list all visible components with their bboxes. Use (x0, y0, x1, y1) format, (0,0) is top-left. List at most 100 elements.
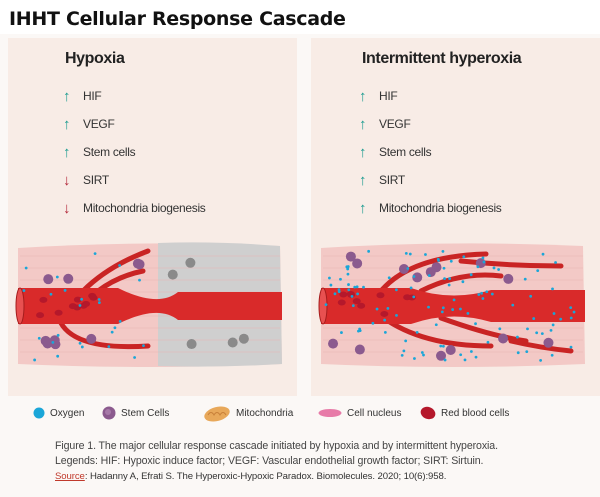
oxygen-particle (459, 353, 463, 357)
oxygen-particle (427, 274, 431, 277)
legend-label: Cell nucleus (347, 407, 402, 419)
stem-cell (352, 258, 363, 269)
oxygen-particle (395, 288, 398, 292)
oxygen-particle (569, 316, 573, 320)
oxygen-particle (107, 345, 111, 349)
oxygen-particle (469, 273, 473, 277)
response-label: HIF (379, 89, 398, 103)
stem-cell (40, 335, 51, 346)
oxygen-particle (22, 289, 26, 292)
stem-cell (43, 274, 54, 285)
response-label: Mitochondria biogenesis (379, 201, 502, 215)
oxygen-particle (551, 323, 555, 327)
response-item: ↑Stem cells (359, 138, 502, 166)
oxygen-particle (356, 292, 359, 296)
stem-cell (498, 333, 509, 344)
stem-cell (543, 337, 554, 348)
oxygen-particle (383, 330, 387, 334)
source-link[interactable]: Source (55, 471, 85, 482)
stem-cell (50, 339, 61, 350)
oxygen-particle (142, 344, 145, 348)
oxygen-particle (404, 251, 408, 255)
oxygen-particle (56, 354, 60, 358)
stem-cell (63, 273, 74, 284)
oxygen-particle (461, 280, 465, 284)
response-label: Stem cells (83, 145, 136, 159)
oxygen-particle (340, 331, 343, 334)
oxygen-particle (452, 298, 456, 302)
source-line: Source: Hadanny A, Efrati S. The Hyperox… (55, 469, 498, 484)
oxygen-particle (541, 252, 545, 256)
oxygen-particle (386, 307, 390, 310)
hyperoxia-panel: Intermittent hyperoxia ↑HIF↑VEGF↑Stem ce… (311, 38, 600, 396)
oxygen-particle (97, 301, 101, 304)
oxygen-particle (482, 260, 486, 264)
stem-cell (328, 338, 339, 349)
stem-cell (345, 251, 356, 262)
oxygen-particle (466, 311, 470, 315)
oxygen-particle (569, 345, 573, 349)
oxygen-particle (490, 292, 494, 296)
oxygen-particle (420, 351, 424, 354)
stem-cell (445, 344, 456, 355)
oxygen-particle (400, 353, 404, 357)
red-blood-cell-icon (420, 406, 436, 420)
stem-cell (86, 333, 97, 344)
capillary-branch (378, 251, 489, 294)
oxygen-particle (362, 285, 365, 289)
oxygen-particle (329, 283, 333, 287)
red-blood-cell (73, 296, 82, 303)
hypoxia-vessel-illustration (15, 242, 282, 367)
response-label: VEGF (83, 117, 115, 131)
red-blood-cell (339, 291, 348, 298)
oxygen-particle (97, 298, 101, 301)
red-blood-cell (89, 294, 98, 301)
oxygen-particle (412, 275, 416, 278)
oxygen-particle (485, 290, 489, 294)
oxygen-particle (78, 341, 82, 345)
page-title: IHHT Cellular Response Cascade (9, 8, 346, 30)
legend-item-red-blood-cells: Red blood cells (420, 406, 509, 420)
response-item: ↑HIF (359, 82, 502, 110)
oxygen-particle (486, 340, 490, 344)
oxygen-particle (56, 333, 60, 337)
red-blood-cell (39, 296, 48, 303)
caption-line: Figure 1. The major cellular response ca… (55, 440, 498, 452)
red-blood-cell (352, 298, 361, 305)
inactive-cell (238, 333, 249, 344)
capillary-branch (80, 248, 151, 294)
oxygen-particle (358, 327, 362, 331)
oxygen-particle (395, 313, 398, 317)
oxygen-particle (448, 277, 452, 280)
arrow-down-icon: ↓ (63, 171, 71, 189)
oxygen-particle (345, 265, 349, 269)
red-blood-cell (376, 292, 385, 299)
oxygen-particle (347, 288, 351, 292)
legend-label: Red blood cells (441, 407, 510, 419)
red-blood-cell (380, 310, 389, 317)
oxygen-particle (477, 293, 481, 296)
oxygen-particle (406, 267, 410, 270)
oxygen-particle (569, 306, 573, 309)
response-label: SIRT (83, 173, 109, 187)
oxygen-particle (449, 259, 453, 263)
oxygen-particle (474, 322, 477, 326)
oxygen-particle (408, 252, 412, 256)
oxygen-particle (437, 259, 440, 262)
legend-label: Oxygen (50, 407, 85, 419)
capillary-branch (508, 338, 574, 354)
oxygen-particle (353, 285, 357, 289)
oxygen-particle (118, 264, 121, 267)
arrow-up-icon: ↑ (359, 171, 367, 189)
legend-item-mitochondria: Mitochondria (203, 404, 293, 422)
legend: Oxygen Stem Cells Mitochondria Cell nucl… (0, 400, 600, 426)
oxygen-particle (402, 349, 406, 353)
oxygen-particle (492, 266, 496, 270)
oxygen-particle (93, 252, 97, 256)
stem-cell (132, 258, 143, 269)
oxygen-particle (375, 307, 379, 311)
oxygen-particle (33, 358, 37, 362)
response-item: ↑Mitochondria biogenesis (359, 194, 502, 222)
oxygen-particle (539, 359, 543, 362)
oxygen-particle (118, 320, 122, 323)
